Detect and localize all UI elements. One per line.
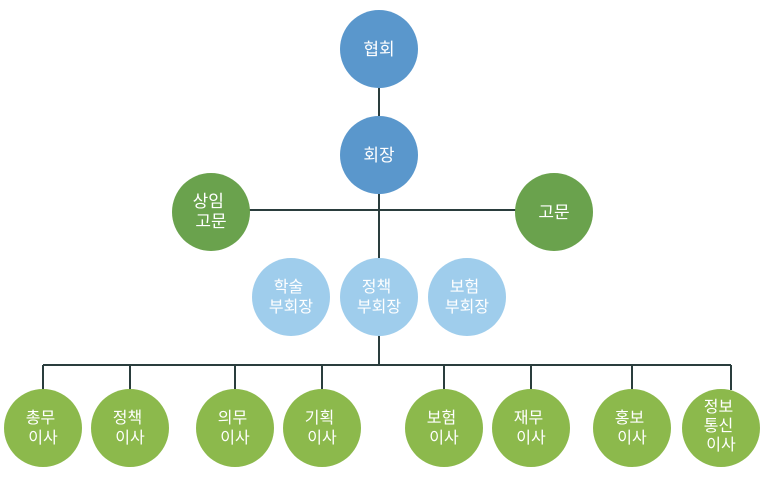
node-dir-medical: 의무 이사 (196, 389, 274, 467)
node-association-label: 협회 (363, 40, 394, 60)
node-dir-it-label: 정보 통신 이사 (704, 397, 739, 454)
node-dir-medical-circle (196, 389, 274, 467)
node-dir-it-circle (682, 389, 760, 467)
node-standing-advisor: 상임 고문 (172, 173, 250, 251)
node-dir-it-line: 통신 (704, 416, 733, 435)
node-dir-policy-line: 정책 (113, 408, 142, 427)
node-association-line: 협회 (363, 40, 394, 60)
node-dir-finance-circle (492, 389, 570, 467)
node-advisor: 고문 (515, 173, 593, 251)
node-dir-planning-label: 기획 이사 (305, 408, 340, 447)
node-dir-general-label: 총무 이사 (26, 408, 61, 447)
node-dir-finance-line: 이사 (516, 428, 546, 447)
node-advisor-circle (515, 173, 593, 251)
node-dir-policy-line: 이사 (115, 428, 145, 447)
node-standing-advisor-line: 고문 (195, 212, 226, 232)
node-vp-insurance-line: 부회장 (445, 297, 489, 316)
node-dir-insurance-line: 보험 (427, 408, 456, 427)
node-president-line: 회장 (363, 146, 395, 166)
node-dir-pr-circle (593, 389, 671, 467)
node-dir-insurance-label: 보험 이사 (427, 408, 462, 447)
node-dir-pr: 홍보 이사 (593, 389, 671, 467)
node-dir-planning-circle (283, 389, 361, 467)
node-association: 협회 (340, 10, 418, 88)
node-dir-pr-line: 홍보 (615, 408, 644, 427)
node-dir-medical-line: 의무 (218, 408, 247, 427)
node-association-circle (340, 10, 418, 88)
node-dir-general: 총무 이사 (4, 389, 82, 467)
node-president-circle (340, 116, 418, 194)
node-vp-insurance-circle (428, 258, 506, 336)
node-president: 회장 (340, 116, 418, 194)
node-dir-general-line: 이사 (28, 428, 58, 447)
node-dir-insurance-circle (405, 389, 483, 467)
node-dir-policy-label: 정책 이사 (113, 408, 148, 447)
node-vp-policy-circle (340, 258, 418, 336)
node-dir-medical-line: 이사 (220, 428, 250, 447)
node-vp-insurance-label: 보험 부회장 (445, 277, 489, 316)
node-dir-medical-label: 의무 이사 (218, 408, 253, 447)
node-vp-academic-line: 부회장 (269, 297, 313, 316)
node-dir-planning: 기획 이사 (283, 389, 361, 467)
node-vp-academic-line: 학술 (274, 277, 303, 296)
node-dir-pr-label: 홍보 이사 (615, 408, 650, 447)
node-vp-policy-label: 정책 부회장 (357, 277, 401, 316)
node-standing-advisor-line: 상임 (193, 192, 224, 212)
connector-lines (42, 88, 732, 390)
node-president-label: 회장 (363, 146, 395, 166)
node-vp-insurance-line: 보험 (450, 277, 479, 296)
node-vp-policy-line: 정책 (362, 277, 391, 296)
node-advisor-label: 고문 (538, 203, 569, 223)
node-dir-it: 정보 통신 이사 (682, 389, 760, 467)
node-dir-general-line: 총무 (26, 408, 55, 427)
node-dir-finance-label: 재무 이사 (514, 408, 549, 447)
node-dir-planning-line: 이사 (307, 428, 337, 447)
node-standing-advisor-circle (172, 173, 250, 251)
node-dir-finance: 재무 이사 (492, 389, 570, 467)
node-dir-policy: 정책 이사 (91, 389, 169, 467)
node-vp-insurance: 보험 부회장 (428, 258, 506, 336)
node-standing-advisor-label: 상임 고문 (193, 192, 230, 232)
node-dir-finance-line: 재무 (514, 408, 543, 427)
node-vp-academic: 학술 부회장 (252, 258, 330, 336)
node-dir-insurance-line: 이사 (429, 428, 459, 447)
node-dir-pr-line: 이사 (617, 428, 647, 447)
node-vp-policy: 정책 부회장 (340, 258, 418, 336)
node-dir-insurance: 보험 이사 (405, 389, 483, 467)
node-dir-it-line: 정보 (704, 397, 733, 416)
node-dir-it-line: 이사 (706, 435, 736, 454)
node-dir-planning-line: 기획 (305, 408, 334, 427)
node-vp-academic-label: 학술 부회장 (269, 277, 313, 316)
node-dir-policy-circle (91, 389, 169, 467)
node-dir-general-circle (4, 389, 82, 467)
node-vp-policy-line: 부회장 (357, 297, 401, 316)
node-advisor-line: 고문 (538, 203, 569, 223)
node-vp-academic-circle (252, 258, 330, 336)
